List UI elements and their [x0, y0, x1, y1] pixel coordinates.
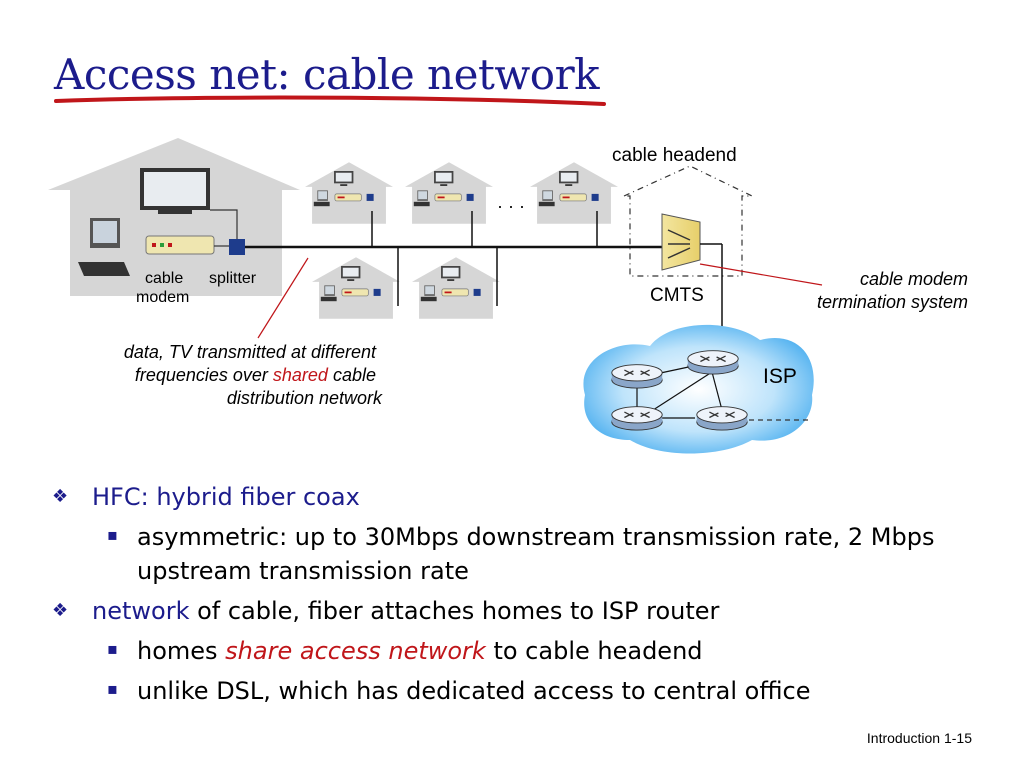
bullet-share: ▪ homes share access network to cable he… [52, 634, 1002, 668]
cable-modem-icon [145, 235, 215, 255]
home-small [530, 162, 618, 224]
router-icon [611, 406, 663, 431]
data-note-line2: frequencies over shared cable [135, 365, 376, 385]
page-title: Access net: cable network [54, 50, 600, 99]
home-small [305, 162, 393, 224]
page-number: 1-15 [943, 730, 972, 746]
data-note-line3: distribution network [227, 388, 383, 408]
cable-label: cable [145, 270, 183, 287]
home-large [48, 138, 300, 296]
bullet-dsl: ▪ unlike DSL, which has dedicated access… [52, 674, 1002, 708]
cmts-desc-line2: termination system [817, 292, 968, 312]
cmts-icon [661, 213, 701, 271]
square-bullet-icon: ▪ [107, 639, 118, 658]
computer-icon [78, 218, 130, 276]
modem-label: modem [136, 289, 189, 306]
cable-headend-label: cable headend [612, 145, 737, 166]
slide-footer: Introduction 1-15 [867, 730, 972, 746]
splitter-icon [229, 239, 245, 255]
home-small [412, 257, 500, 319]
footer-label: Introduction [866, 730, 941, 746]
home-small [312, 257, 400, 319]
bullet-network: ❖ network of cable, fiber attaches homes… [52, 594, 1002, 628]
router-icon [611, 364, 663, 389]
cable-headend-outline [623, 165, 753, 277]
cable-network-diagram: · · · cable headend cable modem splitter… [48, 95, 968, 454]
square-bullet-icon: ▪ [107, 525, 118, 544]
router-icon [687, 350, 739, 375]
home-small [405, 162, 493, 224]
bullet-list: ❖ HFC: hybrid fiber coax ▪ asymmetric: u… [52, 480, 1002, 708]
cmts-desc-line1: cable modem [860, 269, 968, 289]
diamond-bullet-icon: ❖ [52, 486, 69, 507]
diamond-bullet-icon: ❖ [52, 600, 69, 621]
bullet-asymmetric: ▪ asymmetric: up to 30Mbps downstream tr… [52, 520, 1002, 588]
cmts-label: CMTS [650, 285, 704, 306]
tv-icon [140, 168, 210, 214]
square-bullet-icon: ▪ [107, 679, 118, 698]
ellipsis-text: · · · [497, 196, 525, 216]
title-underline [54, 95, 606, 106]
isp-label: ISP [763, 365, 797, 388]
router-icon [696, 406, 748, 431]
data-note-line1: data, TV transmitted at different [124, 342, 377, 362]
isp-cloud [583, 324, 814, 454]
bullet-hfc: ❖ HFC: hybrid fiber coax [52, 480, 1002, 514]
splitter-label: splitter [209, 270, 257, 287]
